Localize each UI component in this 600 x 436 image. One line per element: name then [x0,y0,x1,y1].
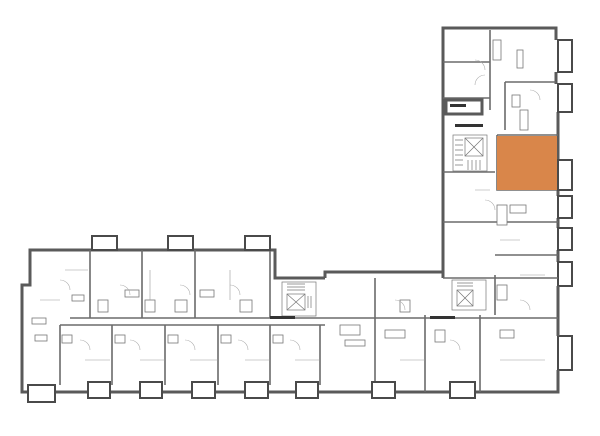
fixtures [31,289,515,347]
balconies-north [91,235,271,251]
stair-south-west [281,281,317,317]
highlighted-unit[interactable] [497,136,557,190]
balconies-east [557,39,573,371]
south-wing [20,235,560,403]
radiator [455,124,483,127]
shaft [444,98,484,116]
north-wing [441,26,573,371]
balconies-south [27,381,476,403]
stair-north [452,134,488,172]
radiator [430,316,455,319]
stair-south-east [451,279,487,311]
radiator [270,316,295,319]
